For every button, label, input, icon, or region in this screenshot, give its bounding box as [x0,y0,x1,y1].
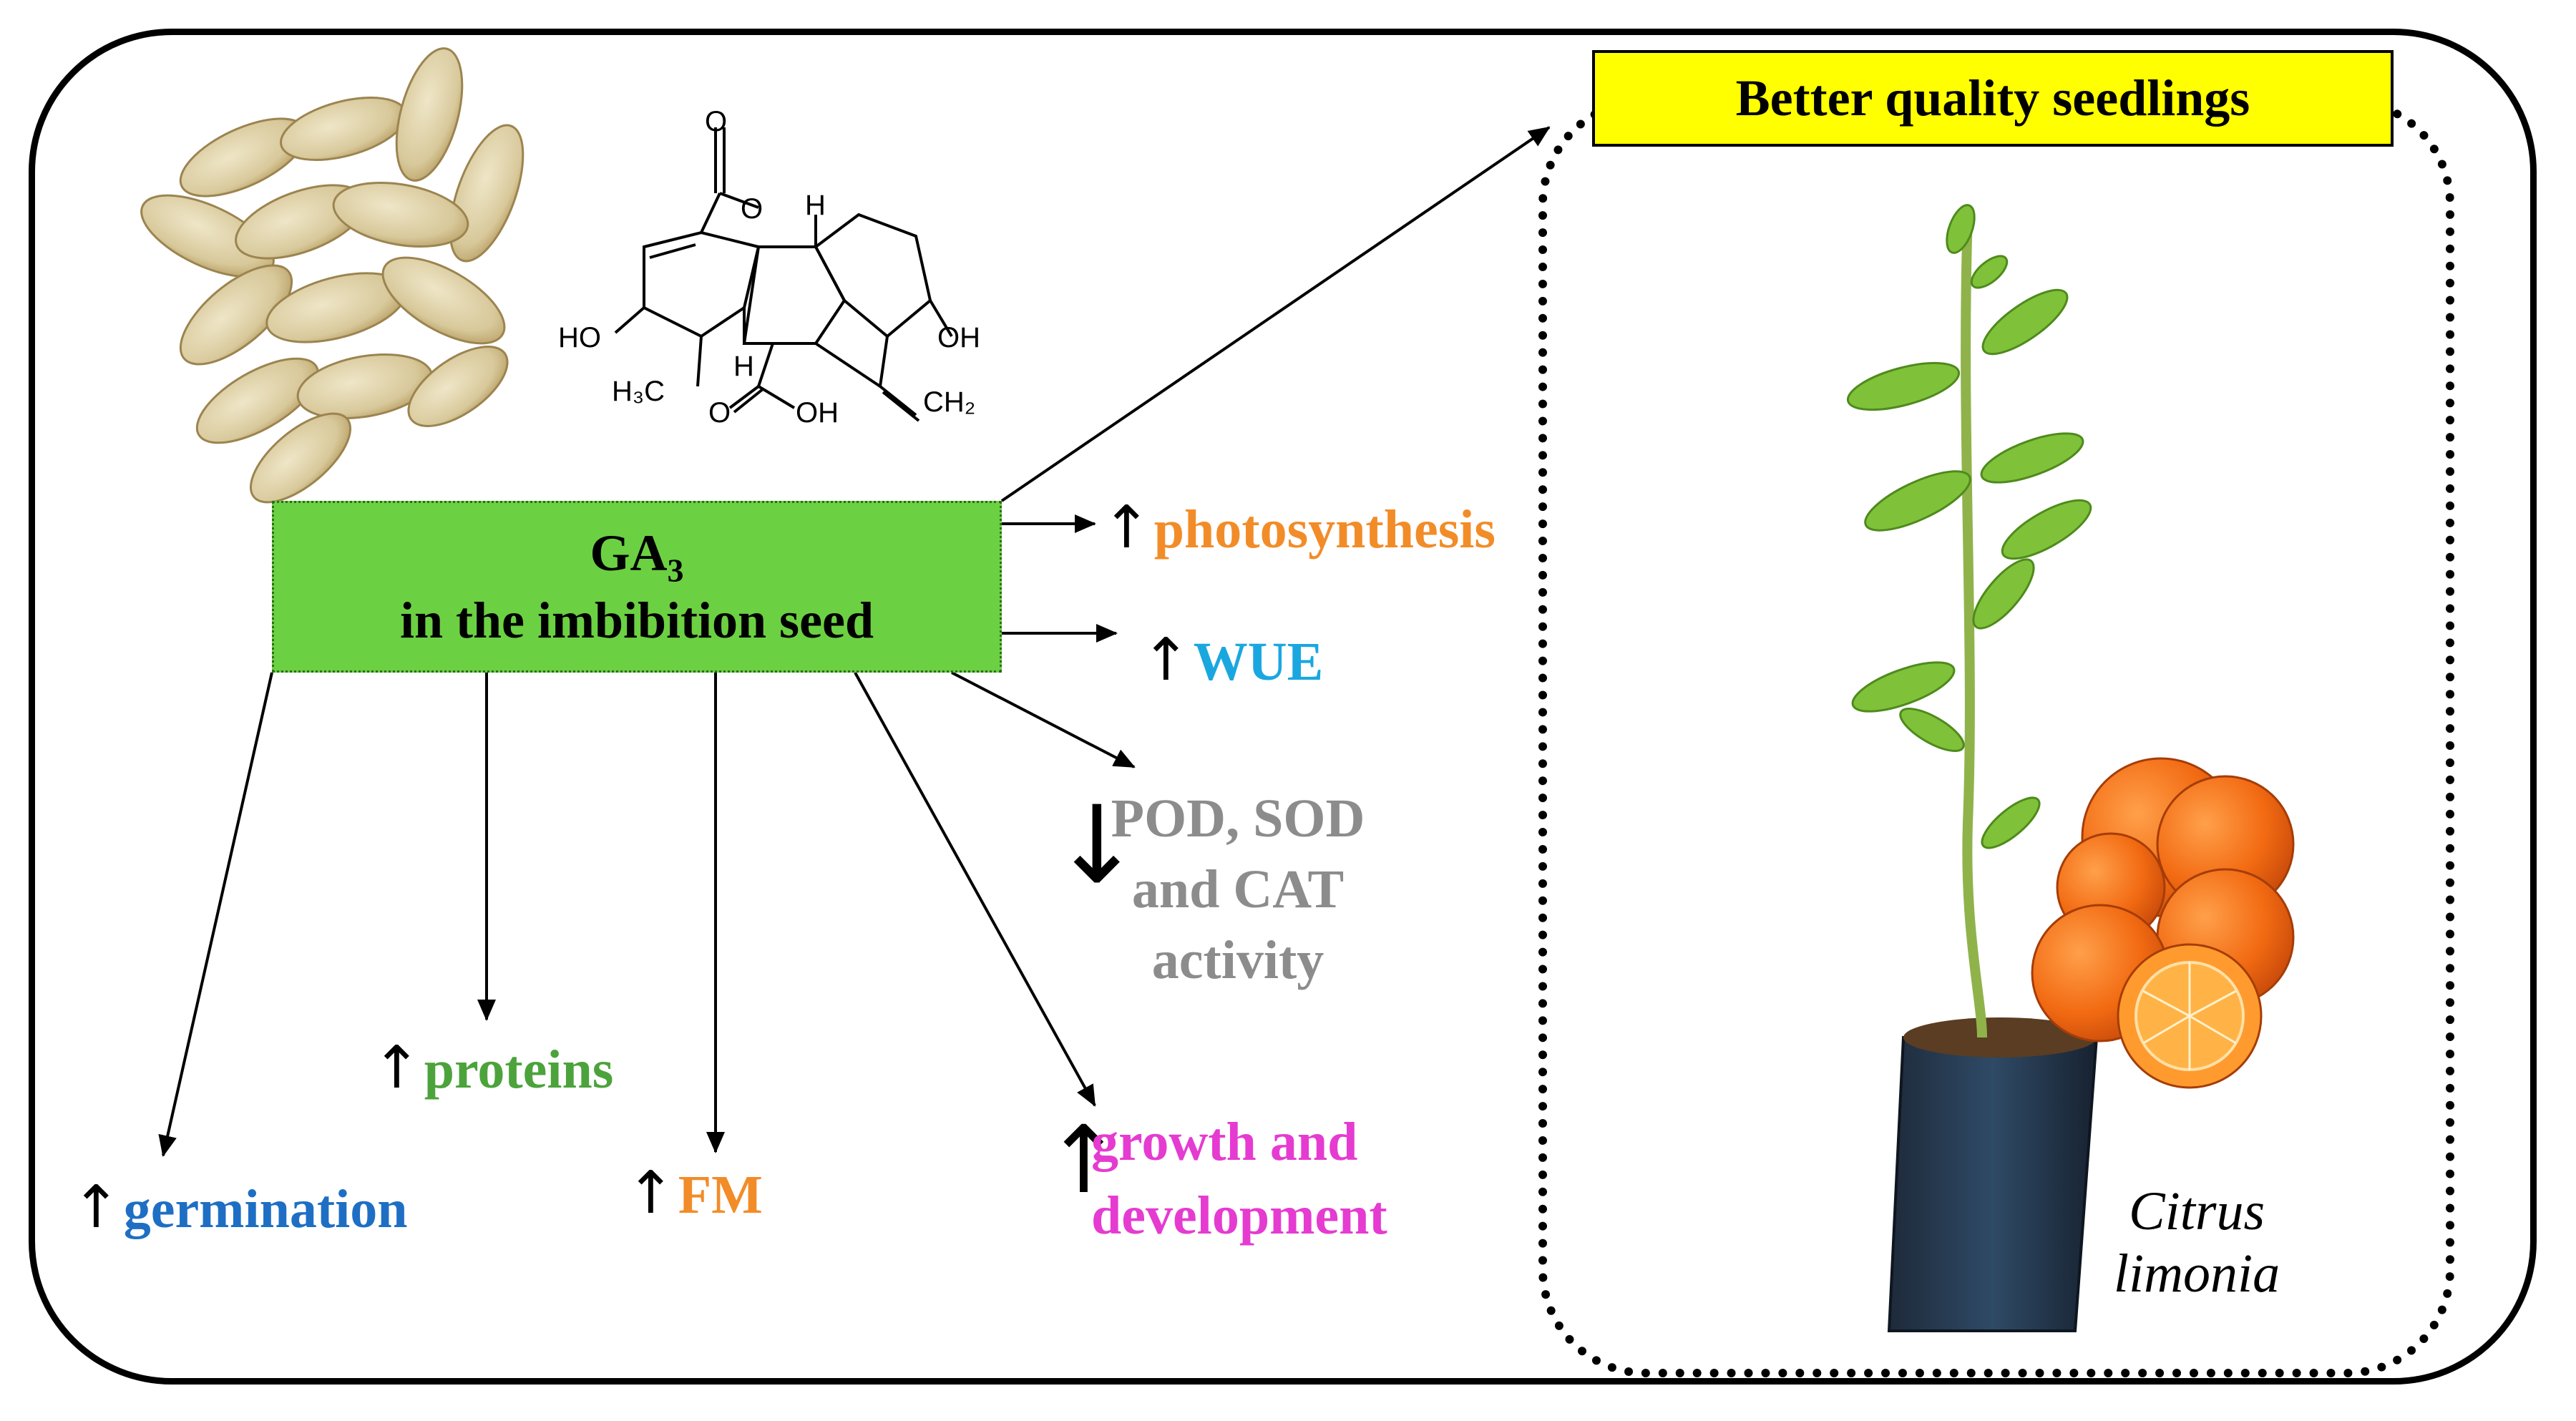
title-box: Better quality seedlings [1592,50,2394,147]
arrow-antioxidant [951,671,1136,768]
connector-arrows [158,126,1551,1157]
arrow-growth [854,672,1096,1107]
molecule-label-acid-o: O [708,397,731,429]
up-arrow-icon: ↑ [1141,626,1191,694]
center-line-2: in the imbibition seed [399,592,874,650]
proteins-text: proteins [424,1040,614,1100]
growth-line-1: growth and [1091,1112,1358,1172]
molecule-label-ho: HO [558,322,601,353]
center-ga: GA [590,524,668,582]
molecule-label-o-top: O [705,106,728,137]
species-genus: Citrus [2128,1181,2265,1241]
germination-text: germination [123,1179,408,1239]
up-arrow-icon: ↑ [72,1173,121,1241]
label-proteins: ↑proteins [372,1034,613,1102]
arrow-to-seedlings [1000,126,1551,502]
wue-text: WUE [1193,632,1324,692]
antioxidant-line-3: activity [1151,929,1324,990]
center-ga-subscript: 3 [667,551,684,588]
up-arrow-icon: ↑ [372,1034,421,1102]
outer-frame [29,29,2537,1385]
label-wue: ↑WUE [1141,626,1323,694]
center-box: GA3 in the imbibition seed [272,501,1002,673]
molecule-label-h-mid: H [733,351,754,382]
arrow-germination [158,672,273,1157]
antioxidant-line-1: POD, SOD [1111,788,1365,849]
label-fm: ↑FM [626,1159,763,1227]
growth-line-2: development [1091,1185,1387,1246]
photosynthesis-text: photosynthesis [1153,499,1496,560]
fm-text: FM [678,1165,763,1225]
molecule-label-acid-oh: OH [796,397,839,429]
molecule-label-h-top: H [805,190,826,221]
center-line-1: GA3 [590,522,684,590]
label-germination: ↑germination [72,1173,408,1241]
up-arrow-icon: ↑ [1045,1105,1123,1214]
gibberellic-acid-structure [614,127,953,422]
species-name: Citrus limonia [2089,1181,2304,1306]
down-arrow-icon: ↓ [1052,783,1142,908]
species-epithet: limonia [2113,1244,2280,1304]
label-photosynthesis: ↑photosynthesis [1102,494,1496,562]
up-arrow-icon: ↑ [1102,494,1151,562]
molecule-label-ch2: CH₂ [923,386,976,418]
title-text: Better quality seedlings [1735,69,2250,127]
antioxidant-line-2: and CAT [1131,859,1345,919]
up-arrow-icon: ↑ [626,1159,675,1227]
molecule-label-ch3: H₃C [612,376,665,407]
molecule-label-o-ring: O [741,193,763,225]
molecule-label-oh-right: OH [937,322,980,353]
seeds-image [140,47,525,504]
